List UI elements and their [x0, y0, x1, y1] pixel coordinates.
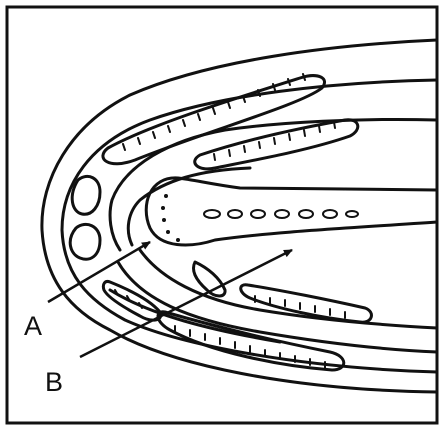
central-appendage — [146, 178, 437, 245]
figure-border — [7, 7, 437, 423]
label-b: B — [45, 369, 63, 396]
label-a: A — [24, 313, 42, 340]
lobe-tick-marks — [115, 74, 345, 368]
appendage-tip-dots — [161, 194, 180, 242]
appendage-inner-chain — [204, 210, 358, 218]
left-oval-lower — [70, 224, 100, 259]
upper-lobe-inner — [195, 120, 358, 169]
left-oval-upper — [72, 176, 100, 214]
